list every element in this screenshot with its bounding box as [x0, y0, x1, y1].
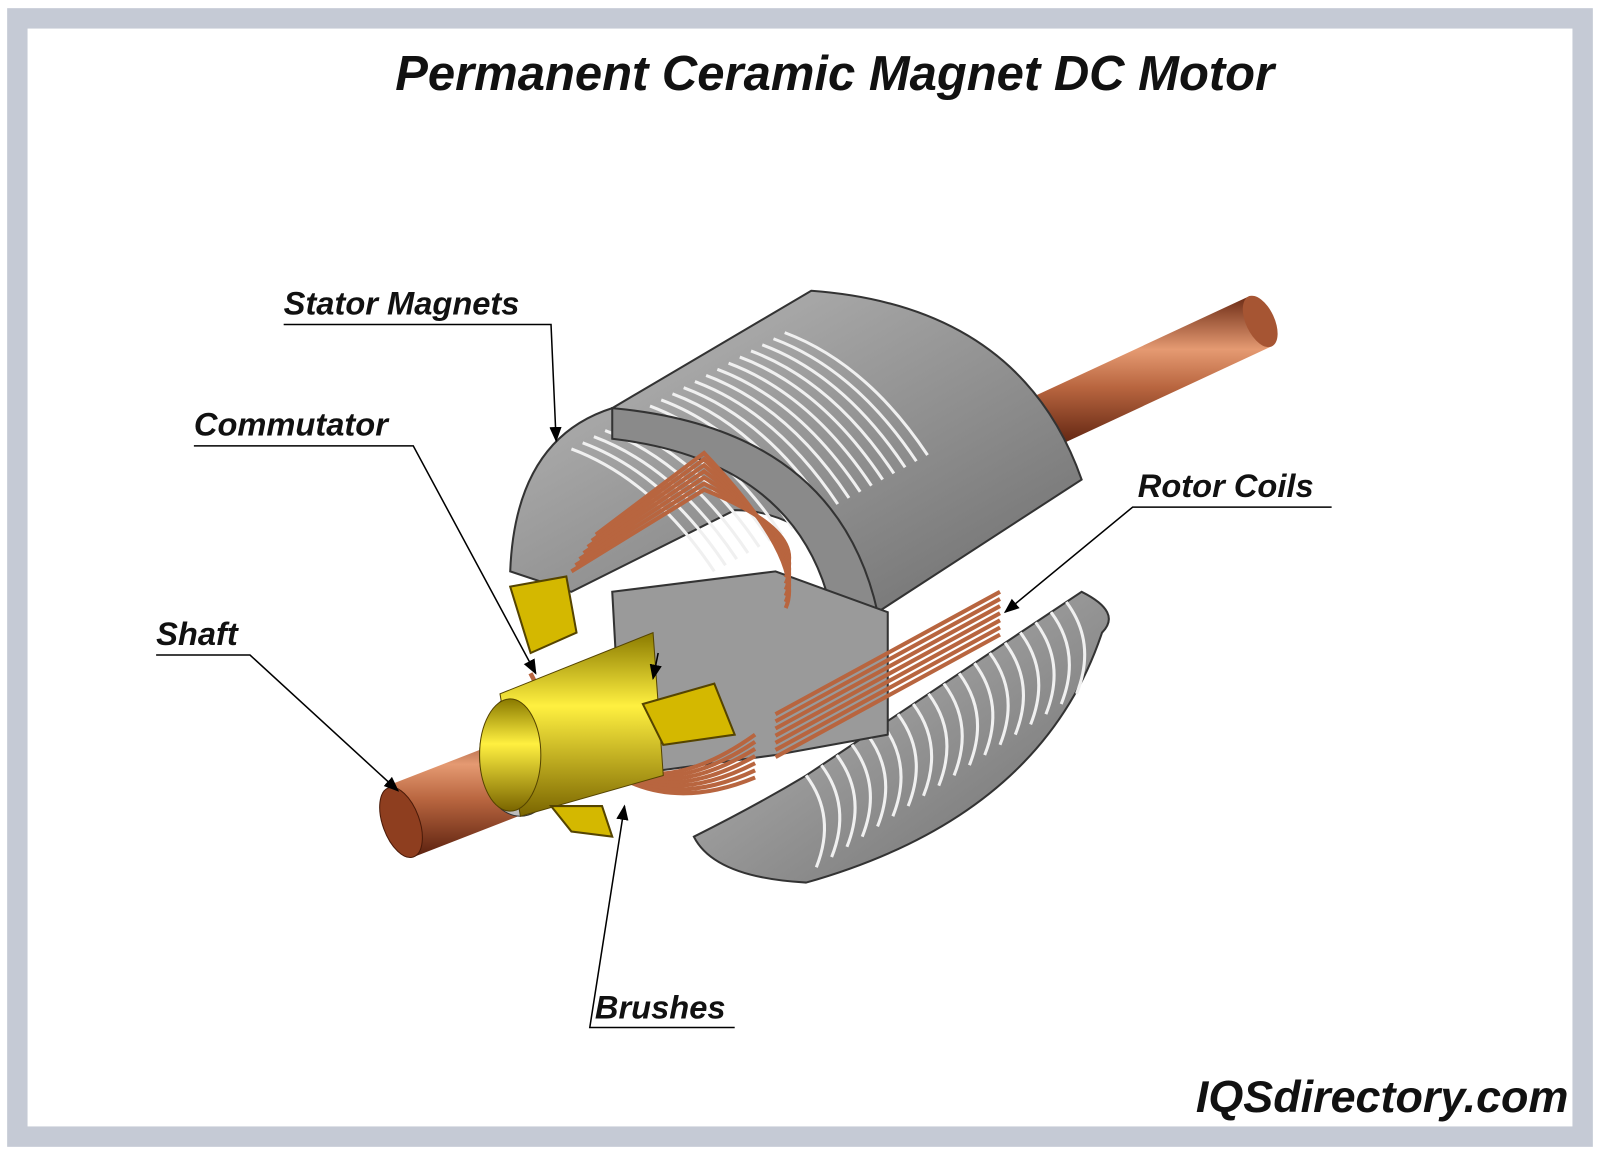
watermark: IQSdirectory.com [1196, 1071, 1568, 1122]
lamination-stripe [739, 355, 884, 481]
lamination-stripe [973, 662, 995, 756]
lamination-stripe [1065, 601, 1087, 695]
lamination-stripe [750, 349, 896, 475]
lamination-stripe [957, 672, 980, 766]
coil-wire [594, 450, 792, 609]
lamination-stripe [1003, 641, 1025, 736]
lamination-stripe [728, 361, 873, 487]
lamination-stripe [850, 743, 872, 838]
frame [7, 8, 1593, 1147]
brushes [508, 575, 737, 838]
lamination-stripe [705, 374, 851, 499]
lamination-stripe [761, 343, 907, 469]
lamination-stripe [784, 331, 929, 456]
lamination-stripe [942, 682, 964, 777]
shaft-back [1030, 295, 1278, 449]
stator-magnet-top [509, 289, 1083, 614]
label-text: Rotor Coils [1138, 467, 1314, 504]
label-commutator: Commutator [194, 406, 537, 675]
label-text: Stator Magnets [284, 284, 520, 321]
lamination-stripe [820, 764, 842, 858]
label-text: Commutator [194, 406, 390, 443]
label-rotor-coils: Rotor Coils [1003, 467, 1332, 614]
diagram-title: Permanent Ceramic Magnet DC Motor [395, 47, 1277, 101]
lamination-stripe [1034, 621, 1056, 715]
commutator [479, 631, 664, 817]
lamination-stripe [896, 713, 918, 807]
label-shaft: Shaft [156, 615, 400, 792]
lamination-stripe [1019, 631, 1041, 725]
lamination-stripe [866, 733, 888, 828]
lamination-stripe [772, 337, 918, 463]
lamination-stripe [694, 380, 840, 505]
label-stator-magnets: Stator Magnets [284, 284, 562, 443]
label-text: Shaft [156, 615, 239, 652]
lamination-stripe [927, 692, 949, 787]
label-text: Brushes [595, 988, 726, 1025]
label-brushes: Brushes [588, 652, 735, 1029]
lamination-stripe [1049, 611, 1071, 705]
lamination-stripe [988, 652, 1010, 746]
lamination-stripe [835, 754, 857, 848]
lamination-stripe [912, 703, 934, 797]
lamination-stripe [804, 774, 826, 868]
lamination-stripe [716, 367, 862, 493]
